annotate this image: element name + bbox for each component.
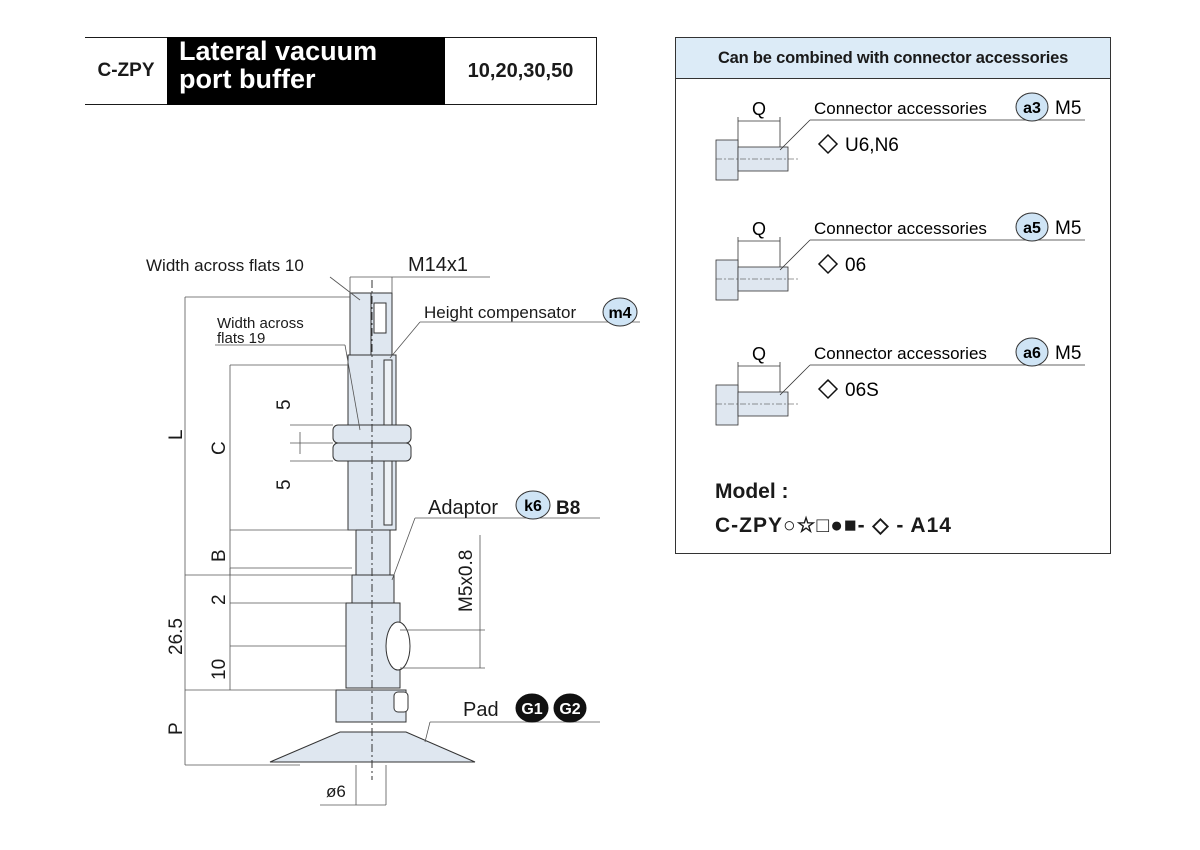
accessory-badge	[1015, 212, 1049, 242]
dim-L: L	[166, 429, 187, 440]
rod	[355, 529, 391, 576]
q-label: Q	[752, 219, 766, 239]
q-label: Q	[752, 99, 766, 119]
dim-B: B	[209, 549, 230, 562]
connector-panel: Can be combined with connector accessori…	[675, 37, 1111, 554]
dim-26-5: 26.5	[166, 618, 187, 655]
label-width-flats-19-l2: flats 19	[217, 330, 265, 347]
accessory-option: 06	[845, 255, 866, 276]
accessory-option: 06S	[845, 380, 879, 401]
label-adaptor: Adaptor	[428, 497, 498, 519]
model-code: C-ZPY○☆□●■- ◇ - A14	[715, 514, 952, 537]
dim-C: C	[209, 441, 230, 455]
dim-2: 2	[209, 594, 230, 605]
accessory-label: Connector accessories	[814, 344, 987, 363]
dim-P: P	[166, 722, 187, 735]
accessory-badge-text: a6	[1023, 345, 1041, 362]
svg-text:G2: G2	[559, 701, 580, 718]
badge-m4: m4	[602, 297, 638, 327]
dim-5-bottom: 5	[274, 479, 295, 490]
badge-g1: G1	[515, 693, 549, 723]
badge-k6: k6	[515, 490, 551, 520]
accessory-label: Connector accessories	[814, 219, 987, 238]
title-line-1: Lateral vacuum	[179, 36, 378, 66]
svg-text:k6: k6	[524, 498, 542, 515]
diamond-icon	[817, 253, 839, 275]
accessory-thread: M5	[1055, 343, 1081, 364]
svg-text:G1: G1	[521, 701, 542, 718]
label-m14: M14x1	[408, 254, 468, 276]
dim-10: 10	[209, 659, 230, 680]
accessory-row: Q Connector accessories a6 M5 06S	[715, 337, 1085, 426]
accessory-badge	[1015, 92, 1049, 122]
dim-m5: M5x0.8	[456, 550, 477, 612]
accessory-badge	[1015, 337, 1049, 367]
adaptor-part	[351, 574, 395, 604]
model-code-cell: C-ZPY	[85, 37, 167, 105]
model-label: Model :	[715, 480, 789, 503]
panel-title: Can be combined with connector accessori…	[676, 38, 1110, 79]
lateral-port	[385, 621, 411, 671]
product-header: C-ZPY Lateral vacuum port buffer 10,20,3…	[85, 37, 597, 105]
label-width-flats-10: Width across flats 10	[146, 256, 304, 275]
accessory-label: Connector accessories	[814, 99, 987, 118]
accessory-row: Q Connector accessories a5 M5 06	[715, 212, 1085, 301]
label-phi6: ø6	[326, 782, 346, 801]
label-height-compensator: Height compensator	[424, 303, 576, 322]
accessory-option: U6,N6	[845, 135, 899, 156]
q-label: Q	[752, 344, 766, 364]
label-adaptor-code: B8	[556, 498, 580, 519]
diamond-icon	[817, 133, 839, 155]
sizes-cell: 10,20,30,50	[445, 37, 597, 105]
title-cell: Lateral vacuum port buffer	[167, 37, 445, 105]
accessory-thread: M5	[1055, 98, 1081, 119]
accessory-thread: M5	[1055, 218, 1081, 239]
svg-text:m4: m4	[608, 305, 631, 322]
accessory-badge-text: a5	[1023, 220, 1041, 237]
badge-g2: G2	[553, 693, 587, 723]
label-pad: Pad	[463, 699, 499, 721]
label-width-flats-19-l1: Width across	[217, 315, 304, 332]
diamond-icon	[817, 378, 839, 400]
accessory-badge-text: a3	[1023, 100, 1041, 117]
title-line-2: port buffer	[179, 64, 316, 94]
dim-5-top: 5	[274, 399, 295, 410]
